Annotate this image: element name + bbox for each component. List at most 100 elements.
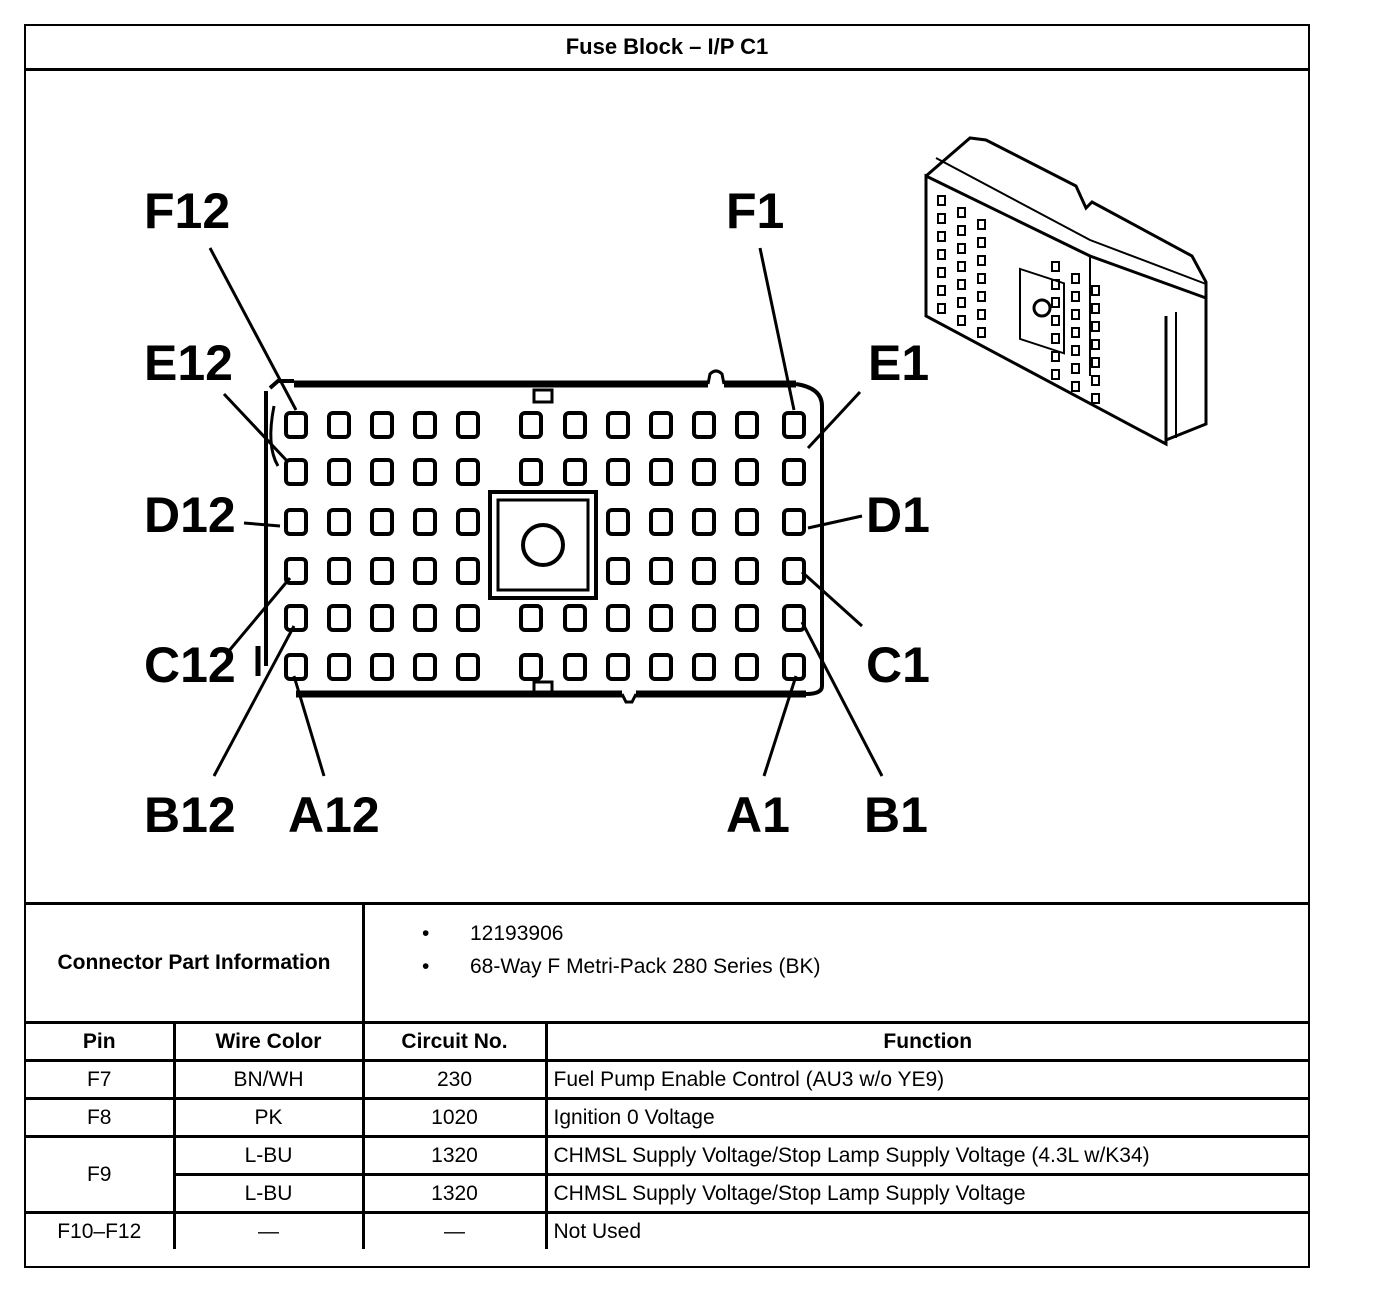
label-F12: F12 [144, 183, 230, 239]
part-info-label: Connector Part Information [26, 905, 365, 1021]
pin-cavity-D11 [327, 508, 351, 536]
pin-cavity-F10 [370, 411, 394, 439]
pin-cavity-C3 [692, 557, 716, 585]
leader-E12 [222, 392, 290, 464]
pin-cavity-E7 [519, 458, 543, 486]
iso-cavity [1071, 309, 1080, 320]
iso-cavity [937, 213, 946, 224]
iso-cavity [957, 225, 966, 236]
pin-cavity-A2 [735, 653, 759, 681]
pin-cavities [284, 411, 806, 681]
label-F1: F1 [726, 183, 784, 239]
leader-C1 [800, 570, 864, 628]
label-D12: D12 [144, 487, 236, 543]
pin-cavity-D12 [284, 508, 308, 536]
pin-cavity-E11 [327, 458, 351, 486]
pin-cavity-E1 [782, 458, 806, 486]
pin-cavity-E9 [413, 458, 437, 486]
iso-cavity [1051, 315, 1060, 326]
pin-cavity-C2 [735, 557, 759, 585]
iso-cavity [1071, 345, 1080, 356]
pin-cavity-B8 [456, 604, 480, 632]
pin-cavity-F11 [327, 411, 351, 439]
pin-cavity-F12 [284, 411, 308, 439]
pin-cavity-D8 [456, 508, 480, 536]
pin-cavity-B7 [519, 604, 543, 632]
cell-circuit-no: 1320 [361, 1135, 548, 1176]
pin-cavity-A10 [370, 653, 394, 681]
pin-assignment-table: Pin Wire Color Circuit No. Function F7 B… [26, 1021, 1308, 1249]
leader-D12 [243, 521, 281, 528]
iso-cavity [1051, 261, 1060, 272]
iso-cavity [937, 195, 946, 206]
iso-cavity [937, 231, 946, 242]
pin-labels: F12 F1 E12 E1 D12 D1 C12 C1 B12 A12 A1 B… [144, 183, 930, 843]
pin-cavity-A1 [782, 653, 806, 681]
cell-function: CHMSL Supply Voltage/Stop Lamp Supply Vo… [544, 1173, 1308, 1214]
pin-cavity-E4 [649, 458, 673, 486]
iso-cavity [1071, 273, 1080, 284]
header-pin: Pin [26, 1021, 176, 1062]
leader-B1 [800, 621, 884, 777]
pin-cavity-B2 [735, 604, 759, 632]
label-C12: C12 [144, 637, 236, 693]
pin-cavity-C5 [606, 557, 630, 585]
leader-A1 [762, 675, 798, 777]
pin-cavity-D9 [413, 508, 437, 536]
connector-isometric-illustration [924, 136, 1208, 447]
pin-cavity-B10 [370, 604, 394, 632]
label-B1: B1 [864, 787, 928, 843]
pin-cavity-F2 [735, 411, 759, 439]
iso-cavity [1091, 285, 1100, 296]
header-function: Function [544, 1021, 1308, 1062]
cell-pin: F7 [26, 1059, 176, 1100]
pin-cavity-A7 [519, 653, 543, 681]
pin-cavity-A9 [413, 653, 437, 681]
cell-circuit-no: 230 [361, 1059, 548, 1100]
iso-cavity [1071, 291, 1080, 302]
header-circuit-no: Circuit No. [361, 1021, 548, 1062]
leader-F12 [208, 247, 298, 411]
pin-cavity-E6 [563, 458, 587, 486]
pin-cavity-B12 [284, 604, 308, 632]
iso-cavity [957, 243, 966, 254]
pin-cavity-C8 [456, 557, 480, 585]
iso-cavity [1091, 303, 1100, 314]
iso-cavity [957, 261, 966, 272]
sheet-title: Fuse Block – I/P C1 [26, 26, 1308, 71]
cell-circuit-no: — [361, 1211, 548, 1249]
cell-wire-color: — [172, 1211, 365, 1249]
connector-sheet: Fuse Block – I/P C1 [24, 24, 1310, 1268]
cell-wire-color: PK [172, 1097, 365, 1138]
pin-cavity-C12 [284, 557, 308, 585]
pin-cavity-F4 [649, 411, 673, 439]
pin-cavity-C1 [782, 557, 806, 585]
iso-cavity [1091, 357, 1100, 368]
cell-pin: F10–F12 [26, 1211, 176, 1249]
label-E1: E1 [868, 335, 929, 391]
cell-wire-color: L-BU [174, 1173, 365, 1214]
iso-cavity [977, 327, 986, 338]
iso-cavity [937, 249, 946, 260]
pin-cavity-D5 [606, 508, 630, 536]
iso-cavity [1051, 297, 1060, 308]
leader-D1 [807, 514, 863, 530]
iso-cavity [977, 237, 986, 248]
pin-cavity-C10 [370, 557, 394, 585]
iso-cavity [977, 273, 986, 284]
pin-cavity-D3 [692, 508, 716, 536]
pin-cavity-B5 [606, 604, 630, 632]
pin-cavity-E2 [735, 458, 759, 486]
connector-description-item: •68-Way F Metri-Pack 280 Series (BK) [366, 950, 820, 983]
table-row: L-BU 1320 CHMSL Supply Voltage/Stop Lamp… [26, 1173, 1308, 1214]
leader-B12 [212, 625, 296, 777]
pin-cavity-A12 [284, 653, 308, 681]
iso-cavity [1091, 321, 1100, 332]
connector-part-information: Connector Part Information •12193906 •68… [26, 902, 1308, 1024]
pin-cavity-E5 [606, 458, 630, 486]
iso-cavity [1071, 381, 1080, 392]
iso-cavity [937, 303, 946, 314]
table-row: F8 PK 1020 Ignition 0 Voltage [26, 1097, 1308, 1138]
cell-pin: F9 [26, 1135, 176, 1214]
pin-cavity-C11 [327, 557, 351, 585]
